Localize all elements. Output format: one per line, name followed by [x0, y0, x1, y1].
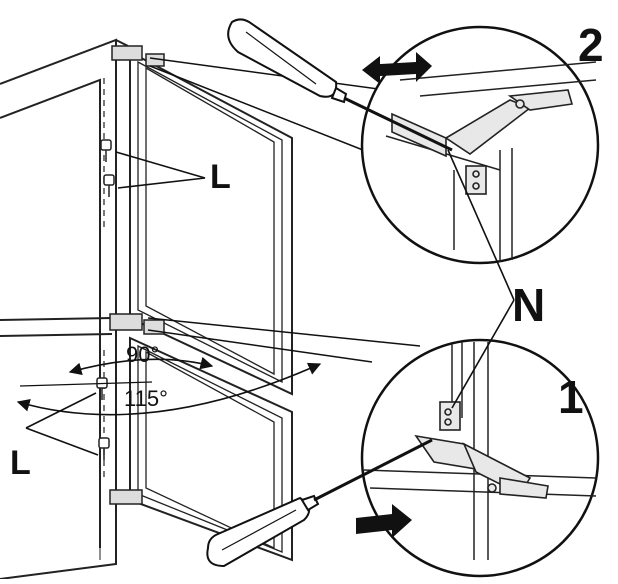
screwdriver-top-icon	[227, 18, 453, 152]
hinge-mechanism-bottom	[414, 401, 549, 499]
step-number-1: 1	[558, 371, 584, 423]
hinge-top-small	[111, 45, 165, 67]
callout-lines	[147, 57, 421, 363]
arrow-left-right-top-icon	[362, 52, 432, 84]
angle-90-label: 90°	[126, 342, 160, 367]
screw-label-bottom: L	[10, 444, 31, 482]
arrow-right-bottom-icon	[356, 504, 412, 538]
hinge-label: N	[512, 279, 546, 331]
screw-label-top: L	[210, 158, 231, 196]
hinge-leader-lines	[447, 149, 515, 409]
step-number-2: 2	[578, 19, 604, 71]
detail-circle-bottom	[360, 338, 600, 578]
angle-arcs	[16, 356, 322, 416]
cabinet-carcass	[0, 38, 129, 580]
detail-circle-top	[360, 25, 600, 265]
angle-115-label: 115°	[124, 386, 168, 411]
hinge-middle-small	[109, 313, 165, 335]
screwdriver-bottom-icon	[206, 438, 433, 568]
hinge-bottom-small	[109, 489, 143, 505]
